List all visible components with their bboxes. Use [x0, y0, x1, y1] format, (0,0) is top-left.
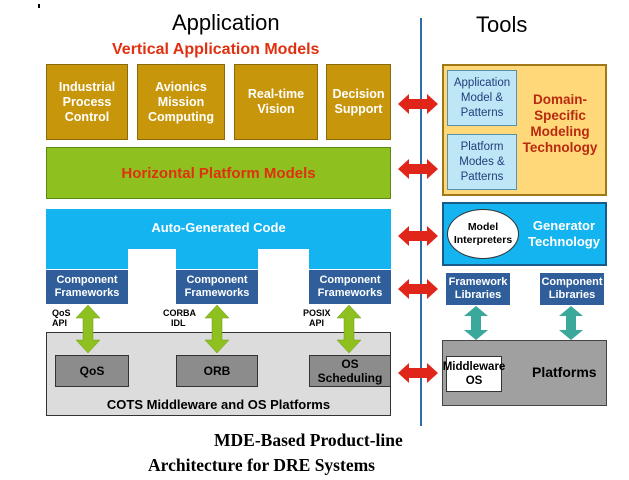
teal-arrow-2: [559, 306, 583, 340]
auto-generated-code-band: [46, 209, 391, 249]
auto-generated-tab-3: [309, 249, 391, 269]
green-arrow-2: [204, 304, 230, 354]
auto-generated-code-title: Auto-Generated Code: [151, 220, 286, 235]
qos-box: QoS: [55, 355, 129, 387]
horizontal-platform-models-box: Horizontal Platform Models: [46, 147, 391, 199]
green-arrows: [75, 304, 362, 354]
vertical-models-title: Vertical Application Models: [112, 41, 320, 58]
divider-line: [420, 18, 422, 426]
red-arrow-1: [398, 94, 438, 114]
orb-box: ORB: [176, 355, 258, 387]
red-arrows: [398, 94, 438, 383]
horizontal-models-title: Horizontal Platform Models: [121, 164, 316, 182]
corner-mark: [38, 4, 40, 8]
auto-generated-tab-2: [176, 249, 258, 269]
caption-line-1: MDE-Based Product-line: [214, 430, 403, 450]
green-arrow-1: [75, 304, 101, 354]
teal-arrow-1: [464, 306, 488, 340]
teal-arrows: [464, 306, 583, 340]
green-arrow-3: [336, 304, 362, 354]
red-arrow-3: [398, 226, 438, 246]
cots-title: COTS Middleware and OS Platforms: [106, 397, 331, 412]
application-heading: Application: [172, 10, 280, 35]
red-arrow-4: [398, 279, 438, 299]
red-arrow-2: [398, 159, 438, 179]
auto-generated-tab-1: [46, 249, 128, 269]
platforms-title: Platforms: [532, 364, 597, 380]
red-arrow-5: [398, 363, 438, 383]
tools-heading: Tools: [476, 12, 528, 37]
caption-line-2: Architecture for DRE Systems: [148, 455, 375, 475]
